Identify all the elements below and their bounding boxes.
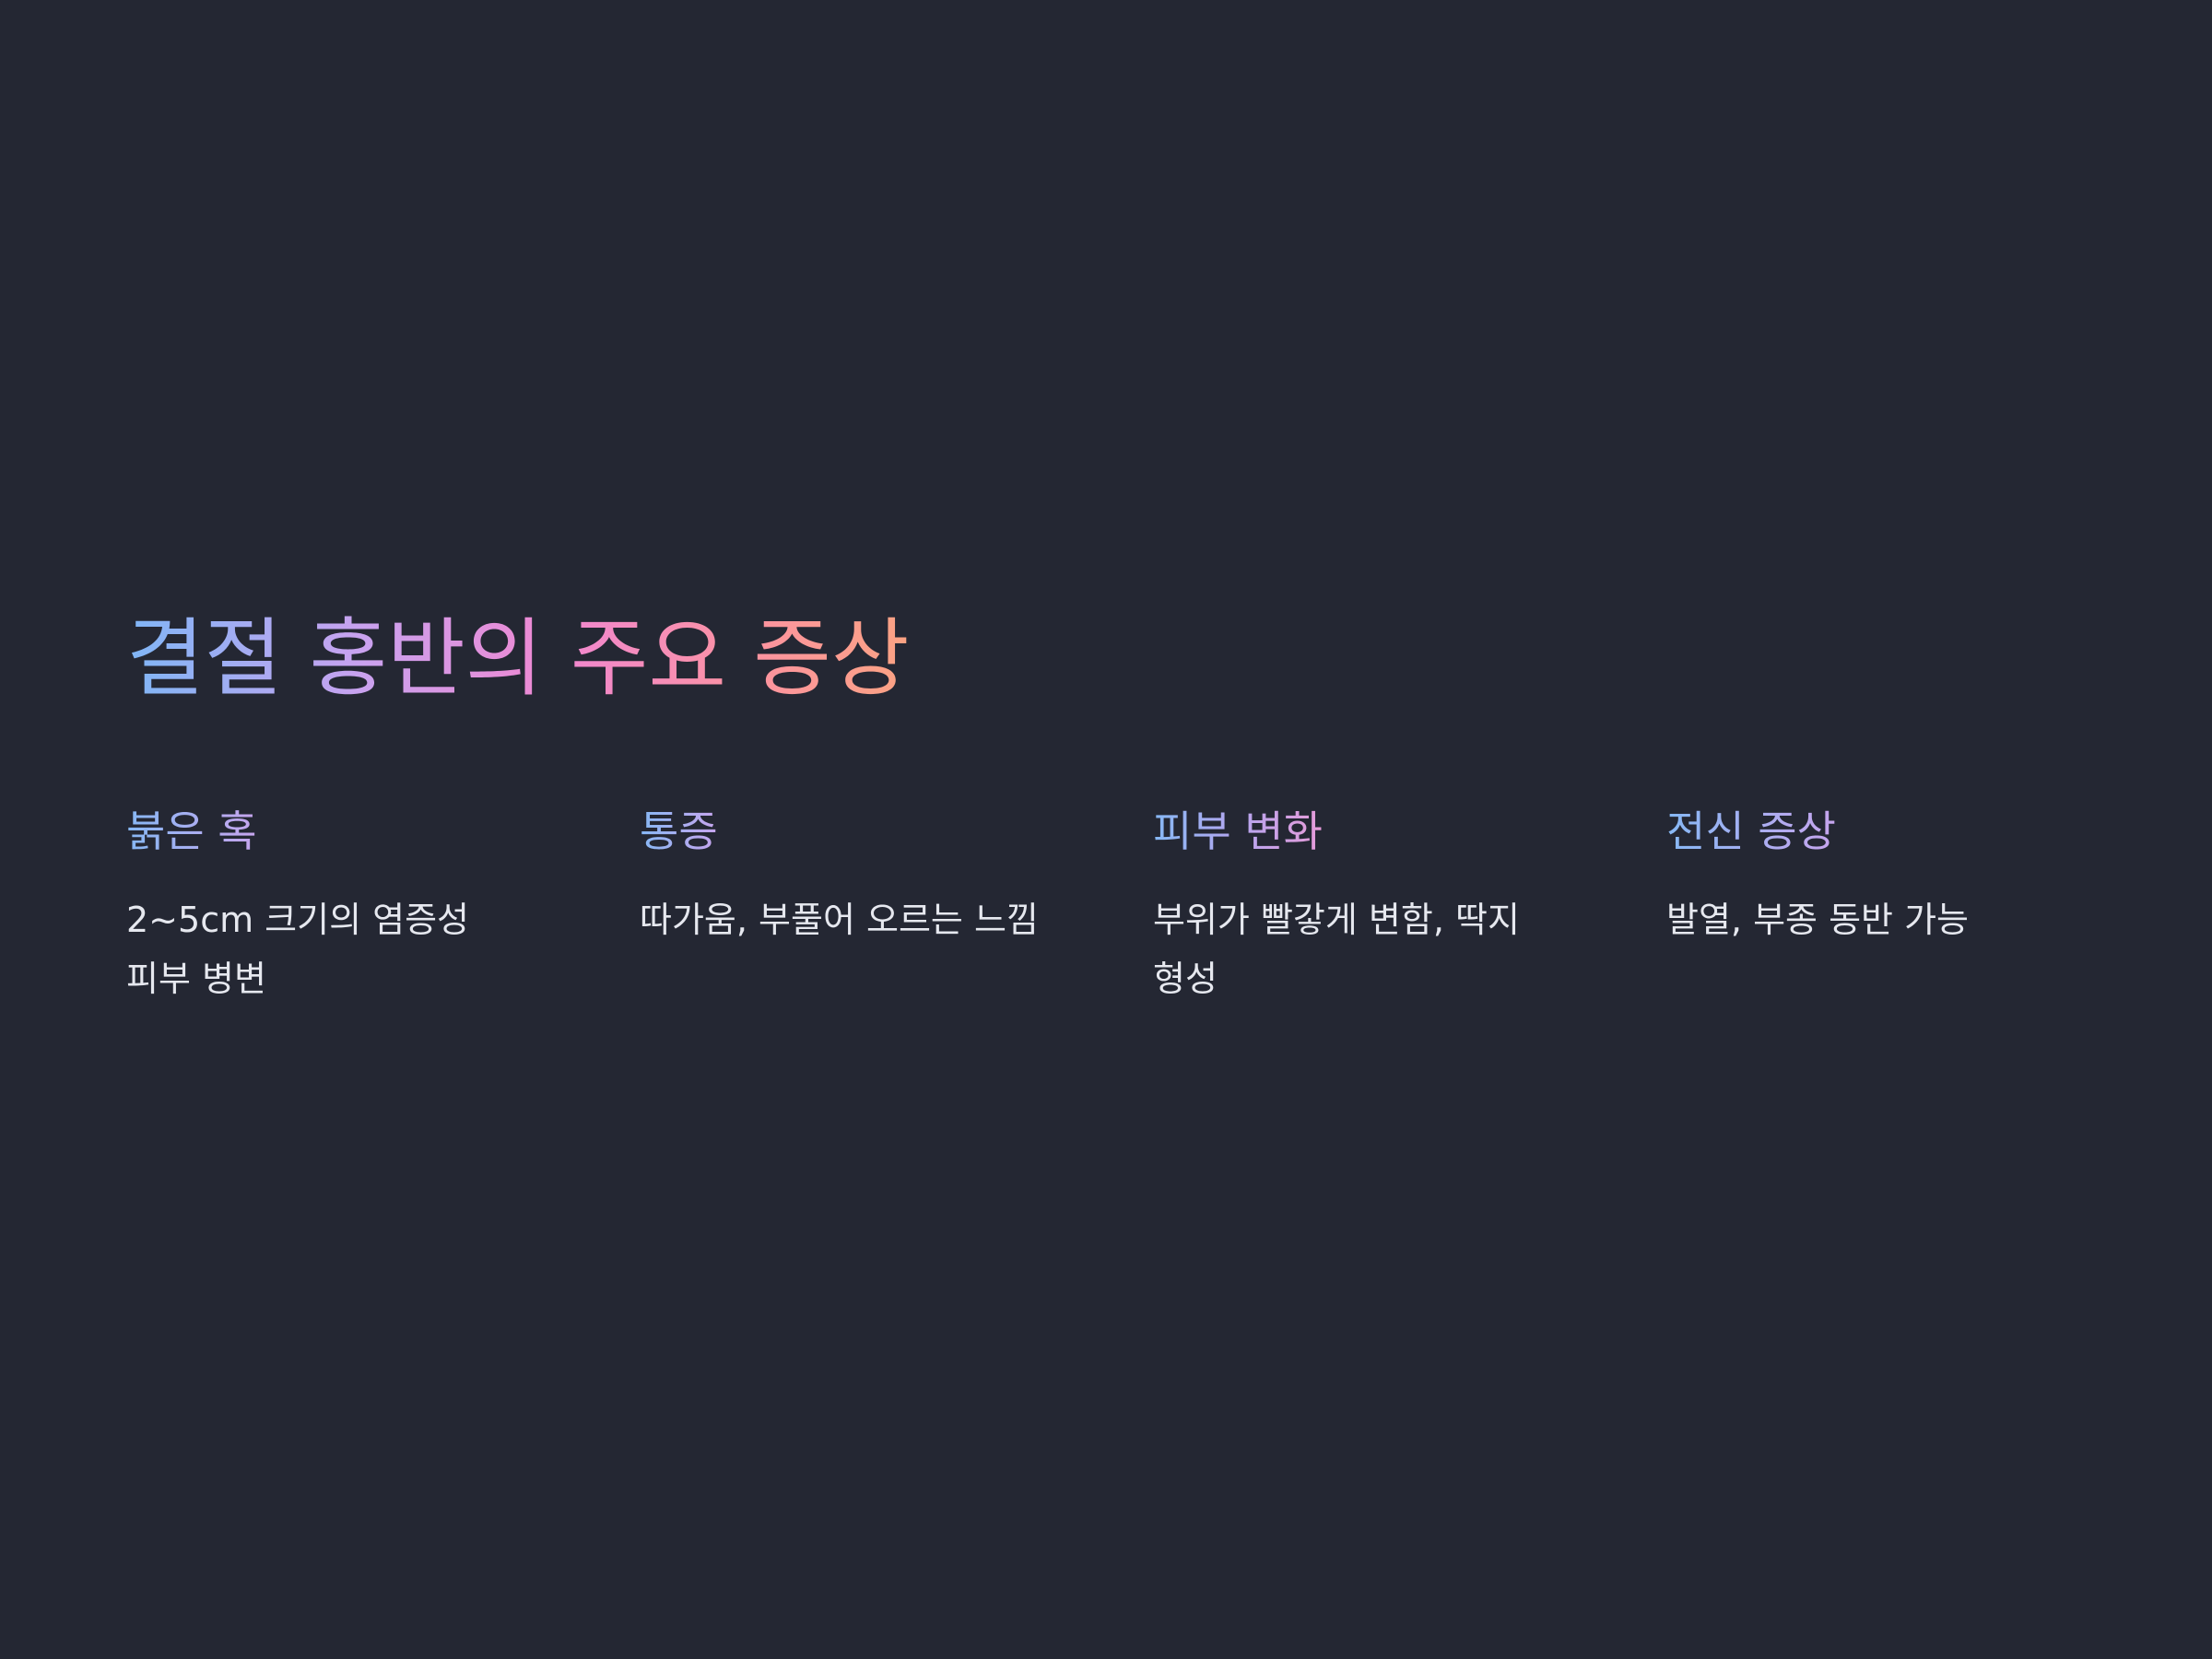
symptom-card-text: 발열, 부종 동반 가능 [1666,900,1969,940]
symptom-card-text: 2~5cm 크기의 염증성 피부 병변 [126,900,470,999]
symptom-card-skin-change: 피부 변화 부위가 빨갛게 변함, 딱지 형성 [1153,804,1568,1008]
symptom-cards: 붉은 혹 2~5cm 크기의 염증성 피부 병변 통증 따가움, 부풀어 오르는… [126,804,2154,1025]
symptom-card-title: 전신 증상 [1666,804,1836,859]
symptom-card-systemic: 전신 증상 발열, 부종 동반 가능 [1666,804,2081,949]
symptom-card-title: 피부 변화 [1153,804,1323,859]
slide-title: 결절 홍반의 주요 증상 [126,604,910,714]
symptom-card-title: 붉은 혹 [126,804,257,859]
symptom-card-text: 부위가 빨갛게 변함, 딱지 형성 [1153,900,1520,999]
symptom-card-title: 통증 [640,804,718,859]
symptom-card-red-nodule: 붉은 혹 2~5cm 크기의 염증성 피부 병변 [126,804,541,1008]
symptom-card-pain: 통증 따가움, 부풀어 오르는 느낌 [640,804,1054,949]
symptom-card-text: 따가움, 부풀어 오르는 느낌 [640,900,1039,940]
